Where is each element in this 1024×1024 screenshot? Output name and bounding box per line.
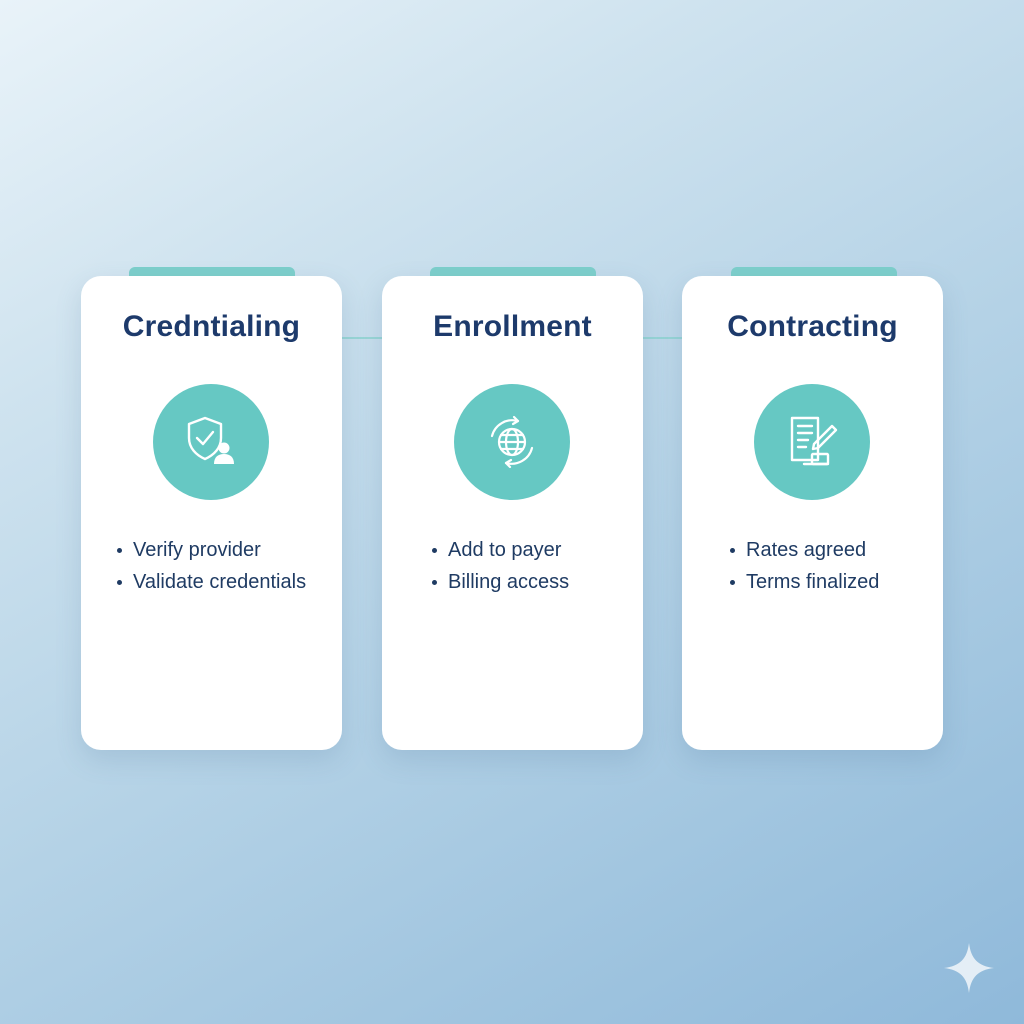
list-item: Validate credentials xyxy=(115,566,306,598)
card-title: Enrollment xyxy=(433,310,592,343)
card-title: Contracting xyxy=(727,310,898,343)
sparkle-icon xyxy=(942,941,996,995)
connector-line-2 xyxy=(642,337,682,339)
document-pen-icon xyxy=(754,384,870,500)
card-title: Credntialing xyxy=(122,310,301,343)
card-contracting: Contracting Rates agreed Terms finalized xyxy=(682,276,943,750)
list-item: Billing access xyxy=(430,566,569,598)
connector-line-1 xyxy=(342,337,382,339)
globe-sync-icon xyxy=(454,384,570,500)
list-item: Rates agreed xyxy=(728,534,879,566)
bullet-list: Add to payer Billing access xyxy=(430,534,569,598)
list-item: Verify provider xyxy=(115,534,306,566)
list-item: Add to payer xyxy=(430,534,569,566)
bullet-list: Rates agreed Terms finalized xyxy=(728,534,879,598)
card-enrollment: Enrollment Add to payer Billing access xyxy=(382,276,643,750)
card-credentialing: Credntialing Verify provider Validate cr… xyxy=(81,276,342,750)
bullet-list: Verify provider Validate credentials xyxy=(115,534,306,598)
list-item: Terms finalized xyxy=(728,566,879,598)
shield-user-icon xyxy=(153,384,269,500)
